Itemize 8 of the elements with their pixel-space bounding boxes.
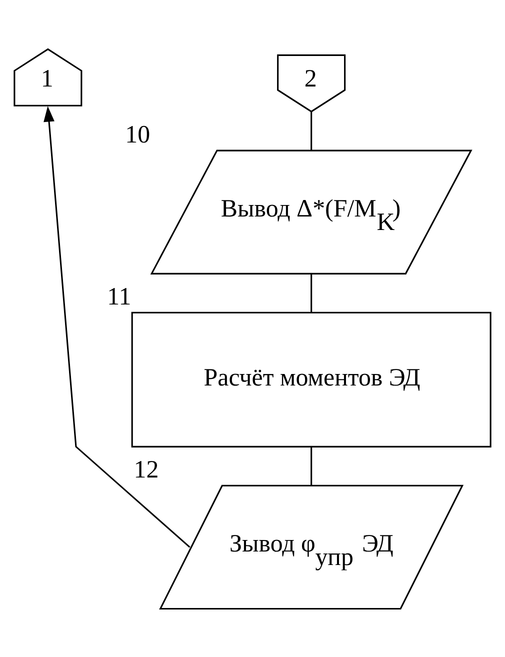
node-label: 10: [125, 120, 150, 148]
node-label: 12: [134, 456, 159, 484]
node-box: Расчёт моментов ЭД: [131, 311, 492, 447]
arrow: [44, 106, 190, 548]
connector: [310, 111, 312, 150]
connector: [310, 446, 312, 486]
connector: [310, 273, 312, 312]
node-label: 11: [107, 283, 132, 310]
